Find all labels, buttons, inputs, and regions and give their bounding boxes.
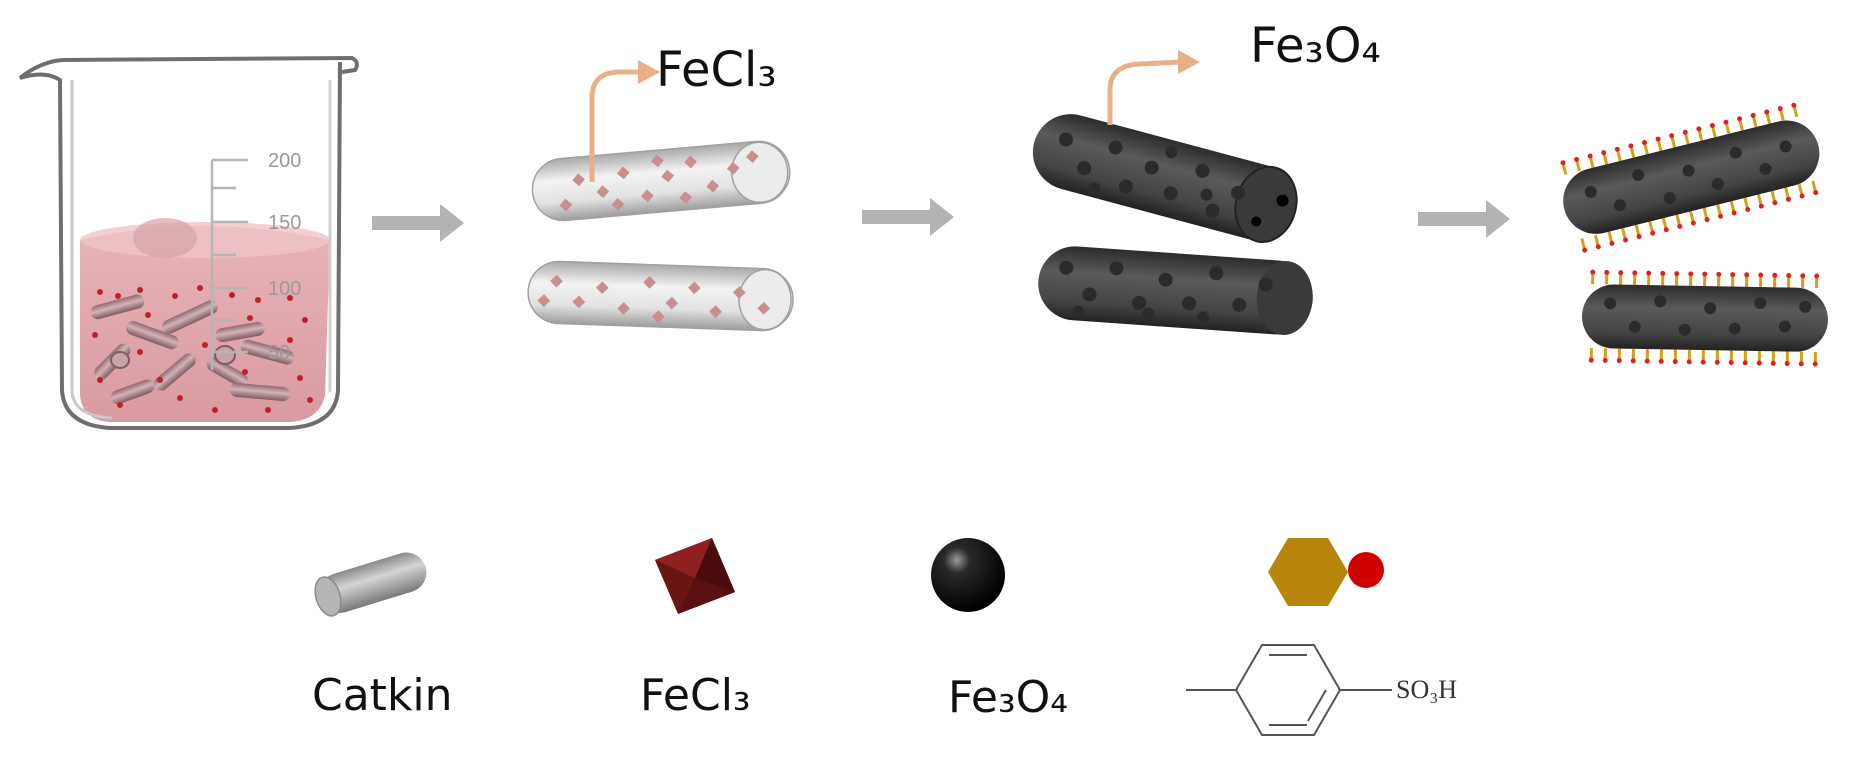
legend-sulfonic-formula: SO₃H <box>1396 675 1457 704</box>
legend-fe3o4-label: Fe₃O₄ <box>948 672 1068 723</box>
fecl3-step-label: FeCl₃ <box>656 42 777 98</box>
legend-fecl3-label: FeCl₃ <box>640 670 751 721</box>
legend-catkin-icon <box>314 552 427 617</box>
process-arrow-2 <box>862 198 954 236</box>
process-arrow-3 <box>1418 200 1510 238</box>
fe3o4-loaded-catkins <box>1032 50 1313 335</box>
process-arrow-1 <box>372 204 464 242</box>
legend-benzene-structure <box>1186 644 1392 736</box>
fecl3-pointer-arrow <box>589 69 640 182</box>
fecl3-loaded-catkins <box>527 60 794 332</box>
functionalized-catkins <box>1560 102 1828 367</box>
beaker-liquid <box>80 226 330 422</box>
catkin-rods-in-solution <box>90 294 295 405</box>
fecl3-dots-in-solution <box>92 285 313 413</box>
beaker-glass <box>18 58 342 430</box>
fe3o4-step-label: Fe₃O₄ <box>1250 18 1381 74</box>
legend-fecl3-icon <box>655 538 735 614</box>
legend-sulfonic-group-icon <box>1268 538 1384 606</box>
beaker: 200 150 100 50 <box>18 55 359 430</box>
beaker-tick-100: 100 <box>268 278 301 300</box>
legend-catkin-label: Catkin <box>312 670 453 721</box>
beaker-tick-150: 150 <box>268 212 301 234</box>
beaker-tick-50: 50 <box>268 342 290 364</box>
beaker-tick-200: 200 <box>268 150 301 172</box>
legend-fe3o4-icon <box>931 538 1005 612</box>
beaker-scale <box>210 158 248 370</box>
fe3o4-pointer-arrow <box>1107 59 1181 125</box>
